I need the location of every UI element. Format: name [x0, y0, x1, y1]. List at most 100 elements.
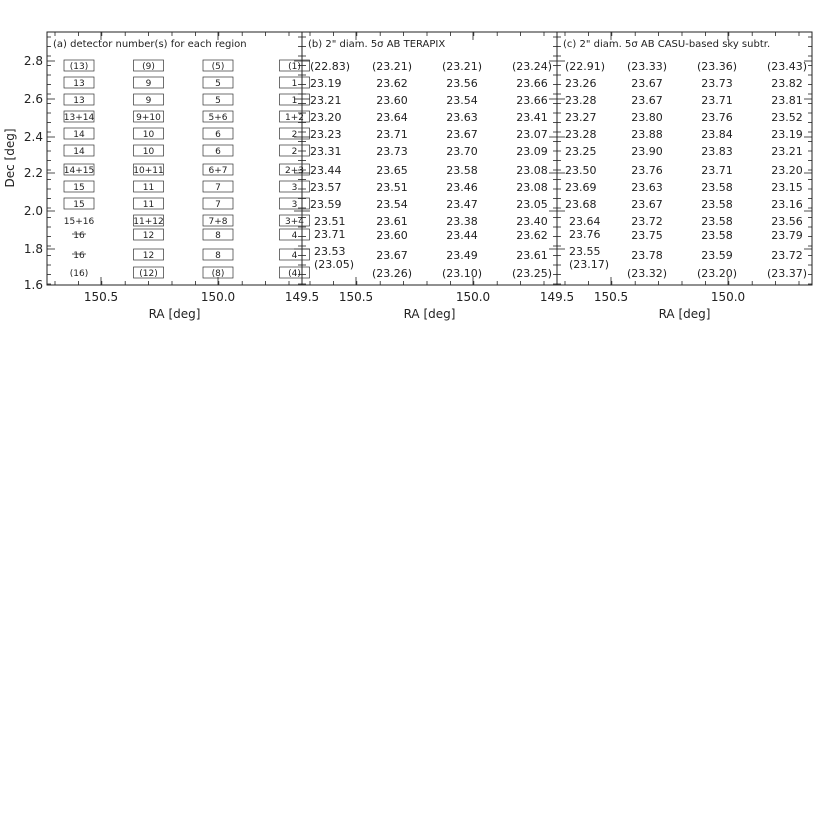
depth-value: (22.83) — [310, 60, 350, 73]
depth-value: 23.58 — [701, 198, 733, 211]
x-axis-label: RA [deg] — [659, 307, 711, 321]
depth-value: 23.54 — [376, 198, 408, 211]
detector-number: 6+7 — [209, 166, 228, 176]
detector-box — [279, 144, 310, 157]
depth-value: (23.37) — [767, 267, 807, 280]
detector-number: (16) — [70, 269, 88, 279]
detector-number: 10+11 — [133, 166, 163, 176]
depth-value: 23.08 — [516, 164, 548, 177]
detector-box — [202, 214, 234, 227]
detector-box — [202, 93, 234, 106]
detector-box — [202, 59, 234, 72]
y-tick-label: 1.6 — [24, 278, 43, 292]
depth-value: 23.88 — [631, 128, 663, 141]
depth-value: 23.67 — [446, 128, 478, 141]
detector-box — [279, 266, 310, 279]
depth-value: 23.68 — [565, 198, 597, 211]
depth-value: 23.21 — [310, 94, 342, 107]
panel-frame — [556, 31, 813, 286]
detector-box — [63, 110, 95, 123]
detector-number: 13 — [73, 96, 84, 106]
depth-value: 23.25 — [565, 145, 597, 158]
detector-number: 5 — [215, 96, 221, 106]
detector-number: 16 — [73, 251, 85, 261]
depth-value: 23.82 — [771, 77, 803, 90]
depth-value: 23.78 — [631, 249, 663, 262]
detector-number: 15+16 — [64, 217, 95, 227]
depth-value: 23.51 — [314, 215, 346, 228]
detector-number: 12 — [143, 251, 154, 261]
detector-number: (13) — [70, 62, 88, 72]
detector-box — [279, 163, 310, 176]
depth-value: 23.41 — [516, 111, 548, 124]
depth-value: 23.21 — [771, 145, 803, 158]
depth-value: 23.75 — [631, 229, 663, 242]
detector-number: (4) — [288, 269, 301, 279]
depth-value: 23.20 — [771, 164, 803, 177]
detector-number: 2+3 — [285, 166, 304, 176]
detector-box — [133, 248, 164, 261]
panel-title: (a) detector number(s) for each region — [53, 39, 247, 50]
depth-value: 23.66 — [516, 77, 548, 90]
depth-value: 23.20 — [310, 111, 342, 124]
depth-value: (23.26) — [372, 267, 412, 280]
depth-value: 23.40 — [516, 215, 548, 228]
depth-value: 23.76 — [631, 164, 663, 177]
detector-box — [63, 197, 95, 210]
x-axis-label: RA [deg] — [404, 307, 456, 321]
depth-value: 23.80 — [631, 111, 663, 124]
depth-value: 23.73 — [701, 77, 733, 90]
axes-layer: (a) detector number(s) for each region 15… — [3, 31, 813, 321]
depth-value: 23.15 — [771, 181, 803, 194]
depth-value: 23.67 — [376, 249, 408, 262]
detector-box — [63, 59, 95, 72]
detector-box — [133, 127, 164, 140]
detector-number: 11 — [143, 200, 154, 210]
depth-value: 23.70 — [446, 145, 478, 158]
detector-number: 9+10 — [136, 113, 161, 123]
depth-value: 23.60 — [376, 94, 408, 107]
depth-value: (23.32) — [627, 267, 667, 280]
detector-box — [63, 144, 95, 157]
depth-value: 23.58 — [701, 181, 733, 194]
detector-box — [133, 59, 164, 72]
detector-box — [133, 76, 164, 89]
x-tick-label: 150.0 — [456, 290, 490, 304]
depth-value: 23.63 — [631, 181, 663, 194]
depth-value: 23.69 — [565, 181, 597, 194]
detector-number: 13 — [73, 79, 84, 89]
detector-box — [63, 93, 95, 106]
depth-value: 23.76 — [569, 228, 601, 241]
detector-number: 14 — [73, 147, 85, 157]
depth-value: 23.71 — [376, 128, 408, 141]
detector-number: (1) — [288, 62, 301, 72]
depth-value: 23.53 — [314, 245, 346, 258]
depth-value: 23.58 — [701, 215, 733, 228]
detector-number: 3+4 — [285, 217, 304, 227]
detector-box — [202, 197, 234, 210]
depth-value: 23.49 — [446, 249, 478, 262]
detector-box — [63, 127, 95, 140]
depth-value: 23.55 — [569, 245, 601, 258]
detector-number: 8 — [215, 251, 221, 261]
depth-value: 23.52 — [771, 111, 803, 124]
x-tick-label: 149.5 — [285, 290, 319, 304]
depth-value: (23.25) — [512, 267, 552, 280]
depth-value: 23.84 — [701, 128, 733, 141]
detector-box — [133, 266, 164, 279]
y-tick-label: 2.2 — [24, 166, 43, 180]
detector-number: 14 — [73, 130, 85, 140]
detector-number: 10 — [143, 130, 155, 140]
depth-value: 23.31 — [310, 145, 342, 158]
depth-value: 23.61 — [516, 249, 548, 262]
depth-value: 23.56 — [446, 77, 478, 90]
depth-value: 23.05 — [516, 198, 548, 211]
depth-value: 23.47 — [446, 198, 478, 211]
depth-value: 23.51 — [376, 181, 408, 194]
detector-box — [202, 228, 234, 241]
detector-box — [202, 76, 234, 89]
depth-value: 23.08 — [516, 181, 548, 194]
depth-value: 23.57 — [310, 181, 342, 194]
